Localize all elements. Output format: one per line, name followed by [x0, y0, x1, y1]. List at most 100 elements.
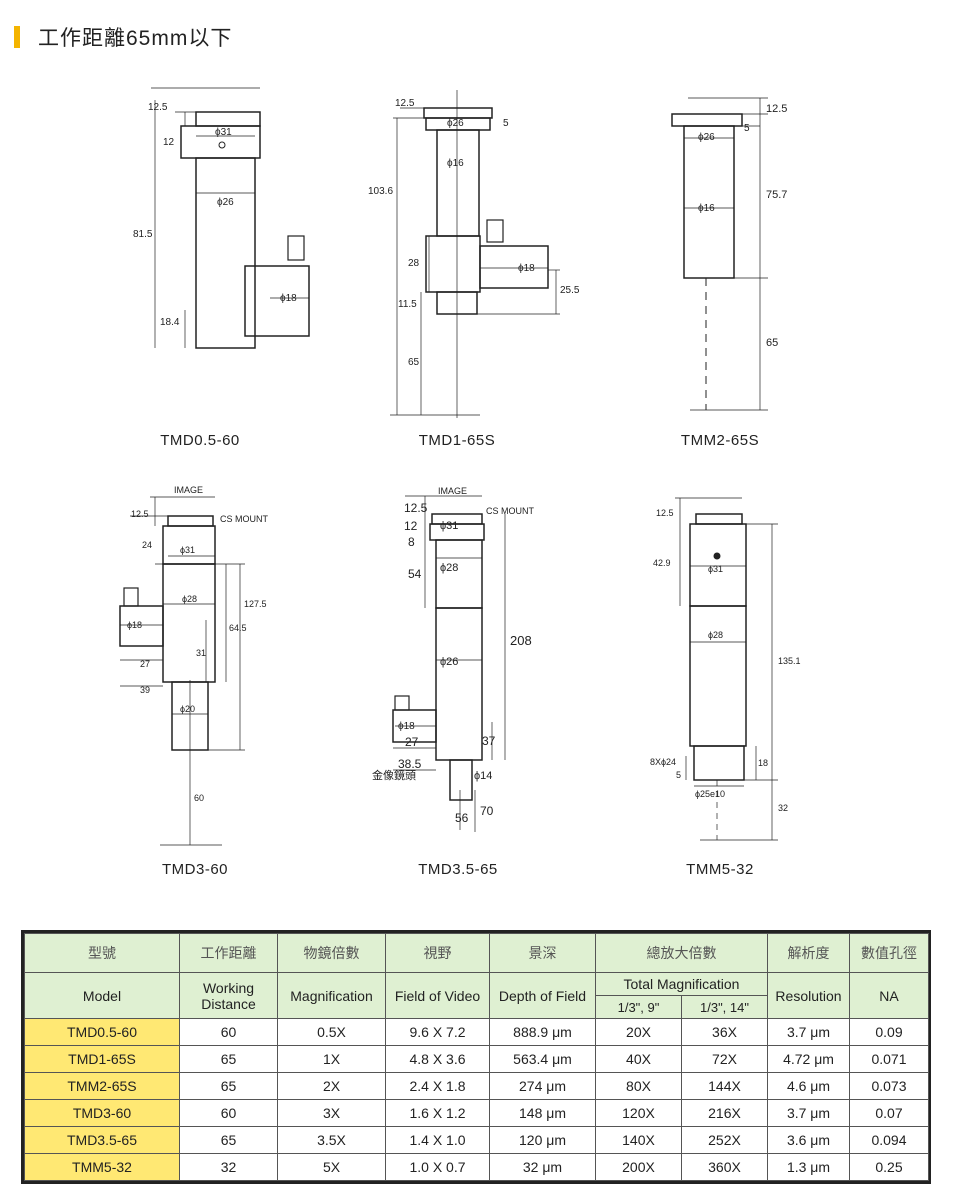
- cell-field-of-video: 1.4 X 1.0: [385, 1126, 490, 1154]
- cell-field-of-video: 1.0 X 0.7: [385, 1153, 490, 1181]
- dim-label: IMAGE: [438, 486, 467, 496]
- cell-field-of-video: 2.4 X 1.8: [385, 1072, 490, 1100]
- cell-na: 0.094: [849, 1126, 929, 1154]
- cell-total-mag-9: 20X: [595, 1018, 682, 1046]
- dim-label: ϕ20: [180, 704, 195, 714]
- dim-label: ϕ31: [708, 564, 723, 574]
- dim-text: 38.5: [398, 757, 422, 771]
- dim-text: 64.5: [229, 623, 247, 633]
- dim-text: 135.1: [778, 656, 801, 666]
- dim-label: 8Xϕ24: [650, 757, 676, 767]
- cell-resolution: 4.72 μm: [767, 1045, 850, 1073]
- dim-text: 60: [194, 793, 204, 803]
- dim-label: ϕ26: [698, 132, 715, 143]
- drawing-tmm5-32: 12.5 42.9 135.1 18 5 32 ϕ31 ϕ28 8Xϕ24 ϕ2…: [650, 497, 801, 841]
- model-caption: TMD0.5-60: [160, 432, 240, 449]
- cell-working-distance: 60: [179, 1099, 278, 1127]
- dim-label: ϕ16: [447, 158, 464, 169]
- dim-label: ϕ31: [440, 520, 458, 532]
- dim-label: ϕ16: [698, 203, 715, 214]
- header-na: NA: [849, 972, 929, 1019]
- header-model: Model: [24, 972, 180, 1019]
- dim-label: CS MOUNT: [486, 506, 534, 516]
- cell-model: TMD3.5-65: [24, 1126, 180, 1154]
- cell-magnification: 3X: [277, 1099, 386, 1127]
- dim-text: 12.5: [148, 102, 168, 113]
- dim-text: 127.5: [244, 599, 267, 609]
- cell-na: 0.073: [849, 1072, 929, 1100]
- dim-text: 103.6: [368, 186, 393, 197]
- dim-text: 28: [408, 258, 420, 269]
- cell-depth-of-field: 120 μm: [489, 1126, 596, 1154]
- drawing-tmm2-65s: 12.5 5 75.7 65 ϕ26 ϕ16: [671, 97, 787, 411]
- drawing-tmd3.5-65: IMAGE CS MOUNT 12.5 12 8 54 208 27 38.5 …: [372, 486, 534, 832]
- cell-na: 0.071: [849, 1045, 929, 1073]
- dim-text: 37: [482, 734, 496, 748]
- header-sub-9: 1/3", 9": [595, 995, 682, 1019]
- drawing-tmd1-65s: 12.5 103.6 28 11.5 65 5 25.5 ϕ26 ϕ16 ϕ18: [368, 90, 580, 418]
- cell-model: TMD1-65S: [24, 1045, 180, 1073]
- dim-label: ϕ31: [215, 127, 232, 138]
- dim-text: 5: [744, 123, 750, 134]
- dim-text: 12.5: [766, 103, 787, 115]
- cell-total-mag-9: 120X: [595, 1099, 682, 1127]
- dim-label: ϕ31: [180, 545, 195, 555]
- dim-label: ϕ18: [280, 293, 297, 304]
- dim-label: ϕ18: [398, 721, 415, 732]
- dim-label: ϕ26: [447, 118, 464, 129]
- cell-total-mag-9: 40X: [595, 1045, 682, 1073]
- cell-magnification: 0.5X: [277, 1018, 386, 1046]
- dim-text: 65: [766, 337, 778, 349]
- cell-model: TMD3-60: [24, 1099, 180, 1127]
- dim-text: 56: [455, 811, 469, 825]
- cell-depth-of-field: 274 μm: [489, 1072, 596, 1100]
- model-caption: TMD3-60: [161, 861, 229, 878]
- dim-text: 5: [676, 770, 681, 780]
- dim-text: 81.5: [133, 229, 153, 240]
- model-caption: TMD3.5-65: [418, 861, 498, 878]
- dim-text: 5: [503, 118, 509, 129]
- cell-field-of-video: 9.6 X 7.2: [385, 1018, 490, 1046]
- header-working-distance: Working Distance: [179, 972, 278, 1019]
- cell-depth-of-field: 888.9 μm: [489, 1018, 596, 1046]
- dim-text: 12: [404, 519, 418, 533]
- dim-label: ϕ26: [217, 197, 234, 208]
- dim-label: ϕ18: [127, 620, 142, 630]
- header-mag-zh: 物鏡倍數: [277, 933, 386, 973]
- model-caption: TMM5-32: [686, 861, 754, 878]
- dim-text: 12.5: [656, 508, 674, 518]
- dim-text: 70: [480, 804, 494, 818]
- cell-total-mag-9: 140X: [595, 1126, 682, 1154]
- cell-working-distance: 32: [179, 1153, 278, 1181]
- header-dof-zh: 景深: [489, 933, 596, 973]
- header-sub-14: 1/3", 14": [681, 995, 768, 1019]
- cell-field-of-video: 4.8 X 3.6: [385, 1045, 490, 1073]
- dim-text: 65: [408, 357, 420, 368]
- dim-text: 27: [405, 735, 419, 749]
- dim-label: ϕ18: [518, 263, 535, 274]
- dim-text: 31: [196, 648, 206, 658]
- header-total-zh: 總放大倍數: [595, 933, 768, 973]
- cell-na: 0.09: [849, 1018, 929, 1046]
- cell-na: 0.07: [849, 1099, 929, 1127]
- cell-working-distance: 60: [179, 1018, 278, 1046]
- cell-model: TMD0.5-60: [24, 1018, 180, 1046]
- section-title: 工作距離65mm以下: [38, 27, 233, 50]
- header-model-zh: 型號: [24, 933, 180, 973]
- cell-total-mag-14: 144X: [681, 1072, 768, 1100]
- header-fov-zh: 視野: [385, 933, 490, 973]
- dim-label: IMAGE: [174, 485, 203, 495]
- technical-drawings: 12.5 12 81.5 18.4 ϕ31 ϕ26 ϕ18 12.5 10: [119, 87, 801, 846]
- header-resolution: Resolution: [767, 972, 850, 1019]
- dim-text: 75.7: [766, 189, 787, 201]
- cell-working-distance: 65: [179, 1126, 278, 1154]
- cell-resolution: 3.7 μm: [767, 1018, 850, 1046]
- dim-label: ϕ28: [440, 562, 458, 574]
- drawing-tmd0.5-60: 12.5 12 81.5 18.4 ϕ31 ϕ26 ϕ18: [133, 87, 310, 349]
- header-total-magnification: Total Magnification: [595, 972, 768, 996]
- dim-text: 54: [408, 567, 422, 581]
- dim-text: 208: [510, 633, 532, 648]
